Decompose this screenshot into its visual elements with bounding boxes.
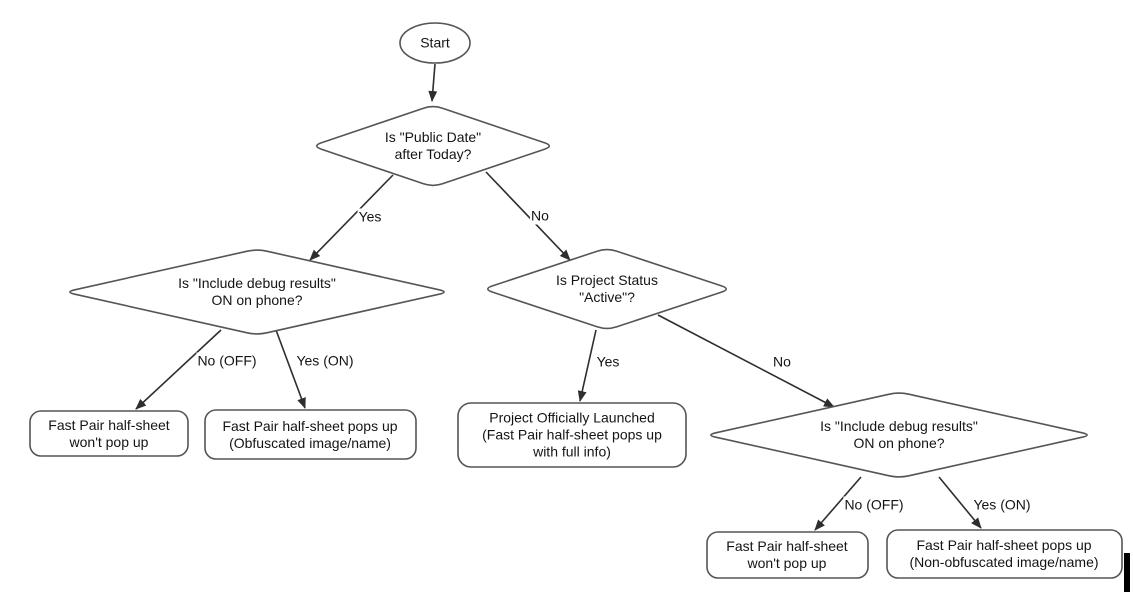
edge-yes-public-date	[309, 174, 394, 261]
edge-yes-on-left	[275, 329, 306, 409]
edge-label-yes-on-right: Yes (ON)	[972, 496, 1032, 514]
edge-label-no-off-left: No (OFF)	[196, 352, 258, 370]
edge-start-to-public-date	[428, 63, 438, 102]
outcome-obfuscated-label: Fast Pair half-sheet pops up (Obfuscated…	[222, 418, 398, 451]
outcome-no-popup-right-label: Fast Pair half-sheet won't pop up	[726, 538, 848, 571]
edge-label-yes-active: Yes	[595, 353, 621, 371]
edge-label-yes-public-date: Yes	[357, 208, 383, 226]
outcome-launched-box	[457, 402, 687, 468]
outcome-no-popup-left-box	[29, 410, 189, 457]
start-node	[399, 22, 471, 64]
decision-project-status-label: Is Project Status "Active"?	[556, 272, 658, 305]
decision-debug-right-diamond	[710, 392, 1088, 478]
edge-label-no-active: No	[772, 353, 792, 371]
edge-no-off-right	[814, 476, 862, 531]
decision-public-date-diamond	[315, 105, 551, 187]
decision-debug-left-diamond	[69, 249, 445, 335]
decision-public-date-label: Is "Public Date" after Today?	[384, 129, 482, 162]
outcome-non-obfuscated-label: Fast Pair half-sheet pops up (Non-obfusc…	[909, 537, 1099, 570]
start-node-label: Start	[420, 34, 450, 51]
outcome-non-obfuscated-box	[886, 529, 1123, 579]
outcome-launched-label: Project Officially Launched (Fast Pair h…	[482, 409, 662, 460]
edge-no-active	[657, 314, 835, 408]
text-cursor-artifact	[1124, 553, 1130, 592]
edge-yes-on-right	[938, 476, 982, 529]
decision-debug-left-label: Is "Include debug results" ON on phone?	[178, 275, 336, 308]
outcome-no-popup-right-box	[706, 531, 869, 579]
edge-no-public-date	[485, 171, 571, 261]
decision-debug-right-label: Is "Include debug results" ON on phone?	[820, 418, 978, 451]
edge-yes-active	[577, 329, 597, 402]
outcome-obfuscated-box	[204, 409, 417, 460]
nodes-group	[29, 22, 1123, 579]
edge-label-yes-on-left: Yes (ON)	[295, 352, 355, 370]
decision-project-status-diamond	[486, 248, 728, 330]
edge-label-no-off-right: No (OFF)	[843, 496, 905, 514]
edge-label-no-public-date: No	[530, 207, 550, 225]
edge-no-off-left	[135, 329, 222, 410]
edges-group	[135, 63, 982, 531]
outcome-no-popup-left-label: Fast Pair half-sheet won't pop up	[48, 417, 170, 450]
